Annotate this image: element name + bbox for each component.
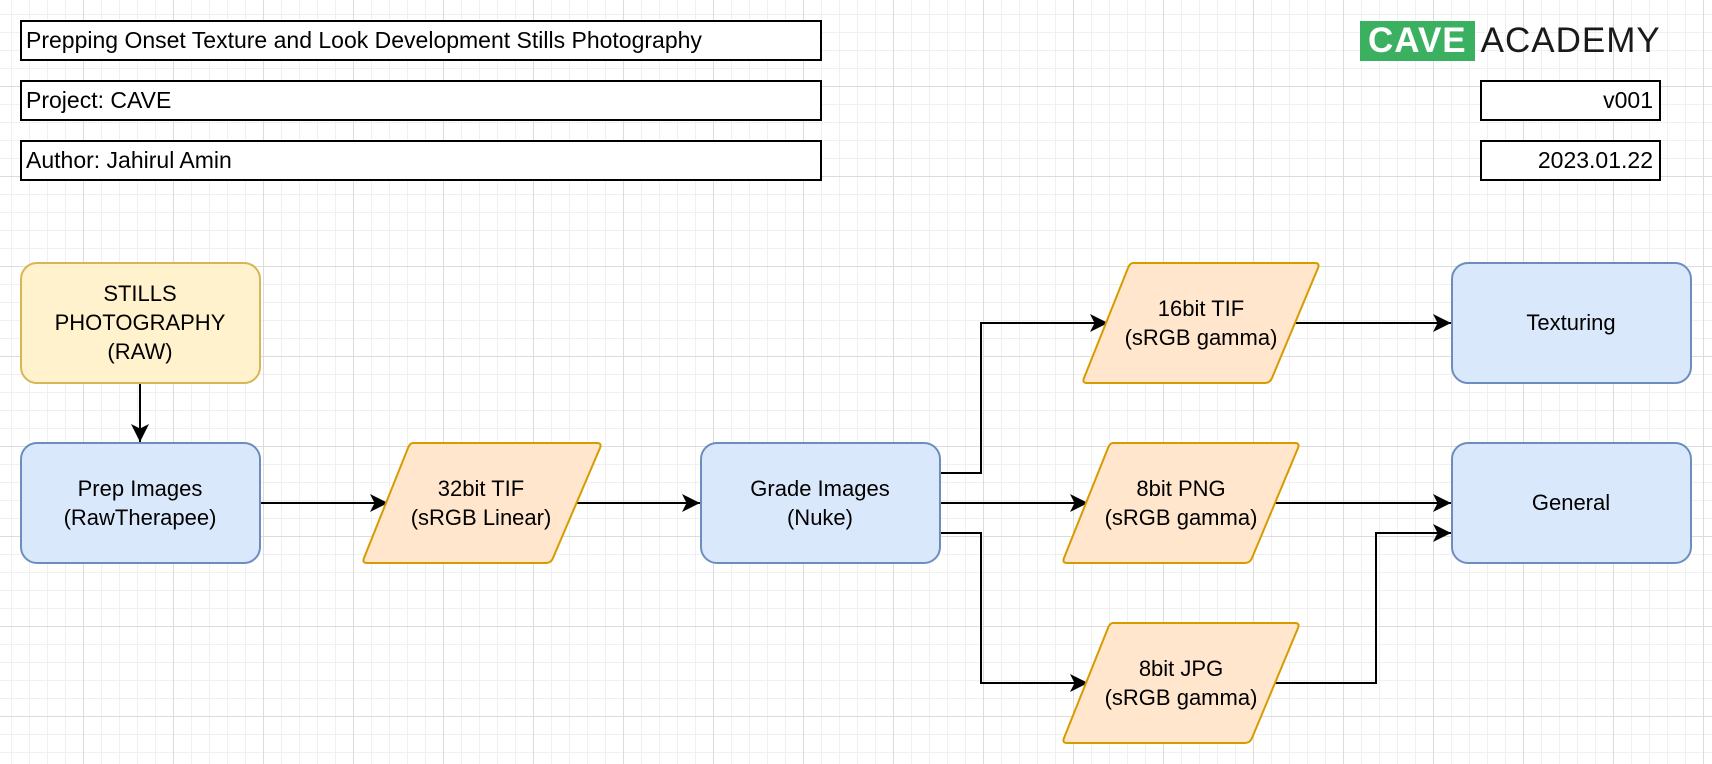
node-stills-photography-line-3: (RAW): [107, 339, 172, 364]
node-stills-photography-line-1: STILLS: [103, 281, 176, 306]
node-general-label: General: [1532, 490, 1610, 515]
node-prep-images-line-1: Prep Images: [78, 476, 203, 501]
node-8bit-png-line-2: (sRGB gamma): [1105, 505, 1258, 530]
node-8bit-jpg[interactable]: 8bit JPG (sRGB gamma): [1062, 622, 1300, 744]
node-32bit-tif-shape: [362, 442, 602, 564]
node-grade-images-line-2: (Nuke): [787, 505, 853, 530]
node-8bit-jpg-line-1: 8bit JPG: [1139, 656, 1223, 681]
node-texturing-shape: [1451, 262, 1692, 384]
node-stills-photography-shape: [20, 262, 261, 384]
edge-grade-to-16bit-tif: [941, 314, 1108, 474]
node-stills-photography-line-2: PHOTOGRAPHY: [55, 310, 226, 335]
node-prep-images-line-2: (RawTherapee): [64, 505, 217, 530]
logo-text: ACADEMY: [1480, 21, 1661, 60]
node-texturing-label: Texturing: [1526, 310, 1615, 335]
node-grade-images[interactable]: Grade Images (Nuke): [700, 442, 941, 564]
node-prep-images-shape: [20, 442, 261, 564]
edges-layer: [131, 314, 1451, 692]
node-16bit-tif-line-1: 16bit TIF: [1158, 296, 1244, 321]
node-general-shape: [1451, 442, 1692, 564]
node-8bit-png-line-1: 8bit PNG: [1136, 476, 1225, 501]
node-8bit-jpg-line-2: (sRGB gamma): [1105, 685, 1258, 710]
node-16bit-tif-shape: [1082, 262, 1320, 384]
edge-8bit-jpg-to-general: [1272, 524, 1451, 684]
node-grade-images-shape: [700, 442, 941, 564]
edge-grade-to-8bit-jpg: [941, 532, 1088, 692]
project-field: Project: CAVE: [20, 80, 822, 121]
node-32bit-tif-line-1: 32bit TIF: [438, 476, 524, 501]
nodes-layer: STILLS PHOTOGRAPHY (RAW) Prep Images (Ra…: [20, 262, 1692, 744]
node-16bit-tif-line-2: (sRGB gamma): [1125, 325, 1278, 350]
node-prep-images[interactable]: Prep Images (RawTherapee): [20, 442, 261, 564]
node-32bit-tif-line-2: (sRGB Linear): [411, 505, 552, 530]
node-32bit-tif[interactable]: 32bit TIF (sRGB Linear): [362, 442, 602, 564]
node-16bit-tif[interactable]: 16bit TIF (sRGB gamma): [1082, 262, 1320, 384]
node-8bit-png-shape: [1062, 442, 1300, 564]
date-field: 2023.01.22: [1480, 140, 1661, 181]
node-stills-photography[interactable]: STILLS PHOTOGRAPHY (RAW): [20, 262, 261, 384]
author-field: Author: Jahirul Amin: [20, 140, 822, 181]
node-grade-images-line-1: Grade Images: [750, 476, 889, 501]
node-general[interactable]: General: [1451, 442, 1692, 564]
node-8bit-png[interactable]: 8bit PNG (sRGB gamma): [1062, 442, 1300, 564]
node-8bit-jpg-shape: [1062, 622, 1300, 744]
node-texturing[interactable]: Texturing: [1451, 262, 1692, 384]
logo-box: CAVE: [1360, 21, 1475, 61]
version-field: v001: [1480, 80, 1661, 121]
diagram-title-field: Prepping Onset Texture and Look Developm…: [20, 20, 822, 61]
cave-academy-logo: CAVE ACADEMY: [1360, 20, 1661, 62]
